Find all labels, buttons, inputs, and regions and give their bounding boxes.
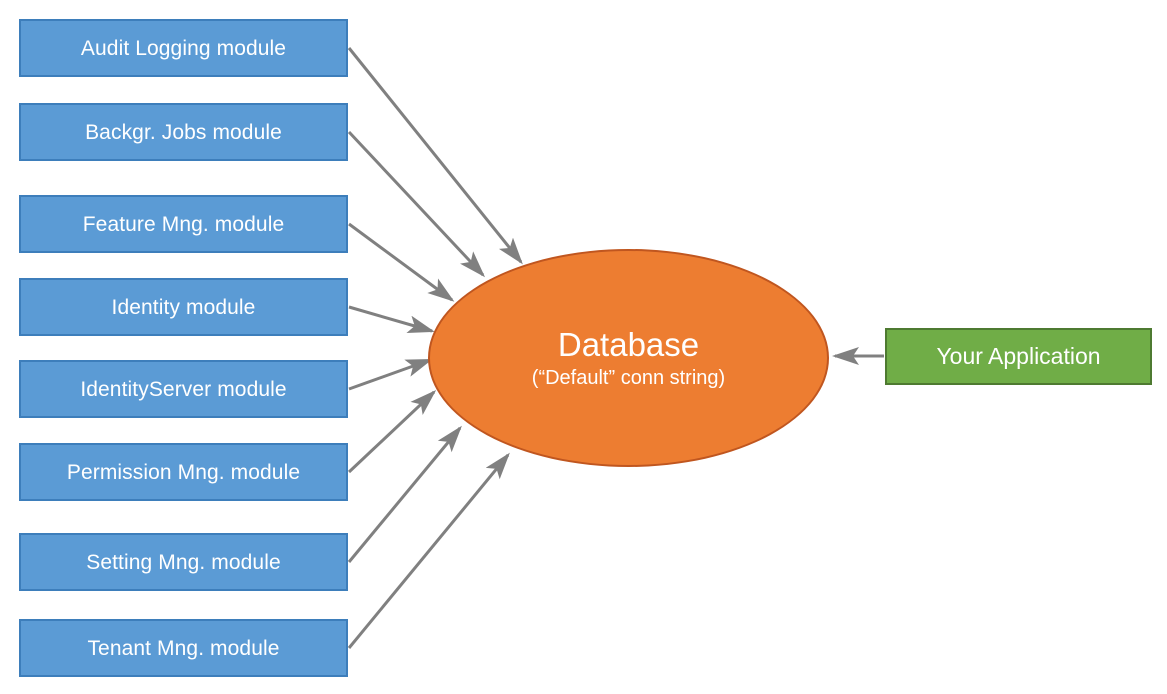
module-label: Setting Mng. module — [86, 550, 281, 574]
arrow-identityserver-to-database — [348, 358, 433, 391]
module-label: Audit Logging module — [80, 36, 287, 60]
application-label: Your Application — [936, 343, 1101, 369]
arrow-feature-management-to-database — [348, 222, 455, 302]
module-box-identityserver[interactable]: IdentityServer module — [19, 360, 348, 418]
module-label: Feature Mng. module — [82, 212, 285, 236]
module-label: IdentityServer module — [80, 377, 287, 401]
module-box-permission-management[interactable]: Permission Mng. module — [19, 443, 348, 501]
arrow-audit-logging-to-database — [347, 47, 523, 265]
application-node[interactable]: Your Application — [885, 328, 1152, 385]
module-box-background-jobs[interactable]: Backgr. Jobs module — [19, 103, 348, 161]
module-box-setting-management[interactable]: Setting Mng. module — [19, 533, 348, 591]
database-subtitle: (“Default” conn string) — [531, 366, 726, 389]
arrow-permission-management-to-database — [347, 389, 437, 474]
arrow-background-jobs-to-database — [347, 130, 486, 278]
module-box-tenant-management[interactable]: Tenant Mng. module — [19, 619, 348, 677]
module-label: Tenant Mng. module — [87, 636, 280, 660]
database-title: Database — [557, 326, 700, 364]
module-label: Backgr. Jobs module — [85, 120, 282, 144]
module-box-feature-management[interactable]: Feature Mng. module — [19, 195, 348, 253]
module-label: Identity module — [111, 295, 256, 319]
database-node[interactable]: Database (“Default” conn string) — [428, 249, 829, 467]
arrow-identity-to-database — [348, 305, 435, 333]
module-box-identity[interactable]: Identity module — [19, 278, 348, 336]
module-box-audit-logging[interactable]: Audit Logging module — [19, 19, 348, 77]
arrow-setting-management-to-database — [347, 425, 462, 563]
module-label: Permission Mng. module — [66, 460, 301, 484]
arrow-tenant-management-to-database — [347, 452, 510, 649]
